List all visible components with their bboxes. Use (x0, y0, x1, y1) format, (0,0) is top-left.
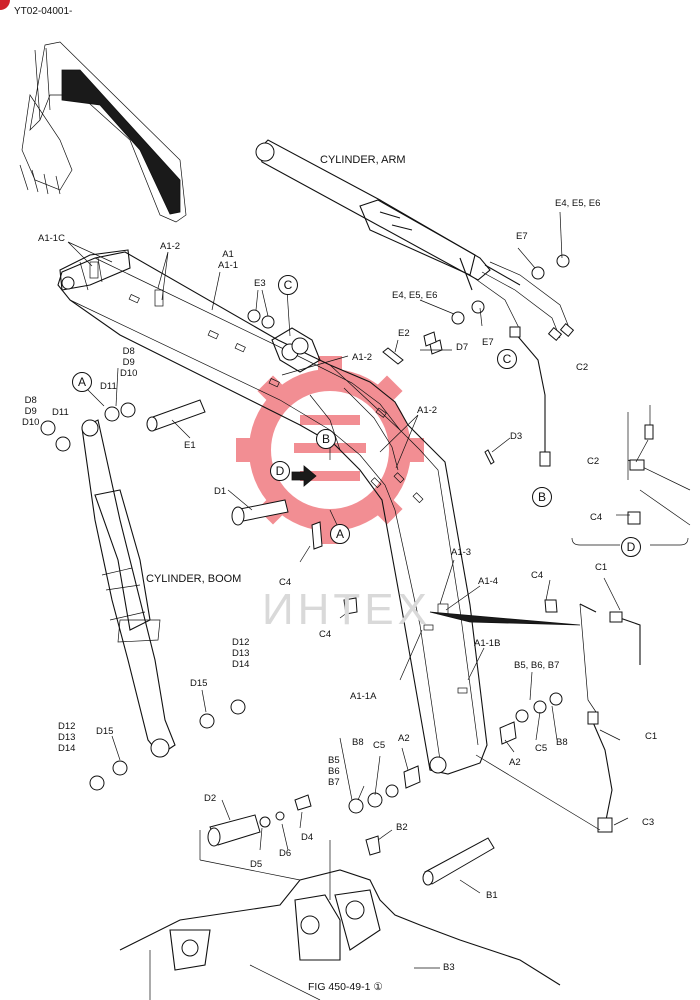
label-d15-left: D15 (96, 726, 114, 737)
label-d13: D13 (58, 732, 76, 743)
label-c1-low: C1 (645, 731, 658, 742)
label-d14: D14 (232, 659, 250, 670)
label-b5-b7-left: B5 B6 B7 (328, 755, 340, 788)
callout-d-detail: D (621, 537, 641, 557)
label-a2-mid: A2 (398, 733, 410, 744)
label-d12: D12 (58, 721, 76, 732)
label-b8-mid: B8 (352, 737, 364, 748)
label-d14: D14 (58, 743, 76, 754)
label-d13: D13 (232, 648, 250, 659)
label-d11-b: D11 (52, 407, 69, 418)
callout-c-hose: C (497, 349, 517, 369)
label-a1-2-top: A1-2 (160, 241, 181, 252)
label-a1-2-mid: A1-2 (352, 352, 373, 363)
label-e3: E3 (254, 278, 266, 289)
arm-cylinder (255, 139, 575, 341)
label-e7-top: E7 (516, 231, 528, 242)
view-d-arrow-icon (291, 465, 317, 487)
upper-frame (119, 830, 561, 1000)
label-b5: B5 (328, 755, 340, 766)
label-d10: D10 (22, 417, 40, 428)
boom-cylinder (81, 419, 176, 758)
callout-a-cylinder: A (72, 372, 92, 392)
label-d8: D8 (122, 346, 135, 357)
label-b8-right: B8 (556, 737, 568, 748)
label-c2-detail: C2 (587, 456, 600, 467)
label-d1: D1 (214, 486, 227, 497)
boom-cylinder-title: CYLINDER, BOOM (146, 573, 242, 585)
grease-hoses (509, 326, 641, 833)
page-marker-badge (0, 0, 10, 10)
arm-cylinder-title: CYLINDER, ARM (320, 154, 406, 166)
boom-structure (57, 249, 488, 775)
label-d8-d10-left: D8 D9 D10 (22, 395, 39, 428)
label-b2: B2 (396, 822, 408, 833)
label-b3: B3 (443, 962, 455, 973)
label-e4-e5-e6-top: E4, E5, E6 (555, 198, 601, 209)
label-c2-hose: C2 (576, 362, 589, 373)
wedge-arrow-icon (429, 611, 581, 626)
intex-watermark: ИНТЕХ (262, 585, 431, 634)
label-d11-a: D11 (100, 381, 117, 392)
label-c5-mid: C5 (373, 740, 386, 751)
label-a2-right: A2 (509, 757, 521, 768)
label-c4-mid: C4 (531, 570, 544, 581)
label-b6: B6 (328, 766, 340, 777)
label-c3: C3 (642, 817, 655, 828)
document-code: YT02-04001- (14, 6, 73, 17)
label-e7-mid: E7 (482, 337, 494, 348)
callout-c-boom: C (278, 275, 298, 295)
label-d3: D3 (510, 431, 523, 442)
callout-b-hose: B (532, 487, 552, 507)
callout-a-boom: A (330, 524, 350, 544)
label-a1-stack: A1 A1-1 (218, 249, 238, 271)
label-d2: D2 (204, 793, 217, 804)
label-a1-1b: A1-1B (474, 638, 501, 649)
label-d12-d14-right: D12 D13 D14 (232, 637, 249, 670)
label-a1-1c: A1-1C (38, 233, 65, 244)
label-c4-low: C4 (319, 629, 332, 640)
label-d7: D7 (456, 342, 469, 353)
label-d12: D12 (232, 637, 250, 648)
detail-d-view (571, 405, 691, 546)
label-c5-right: C5 (535, 743, 548, 754)
label-e4-e5-e6-mid: E4, E5, E6 (392, 290, 438, 301)
label-b5-b6-b7-right: B5, B6, B7 (514, 660, 560, 671)
label-a1-1: A1-1 (218, 260, 239, 271)
label-d8: D8 (24, 395, 37, 406)
label-d5: D5 (250, 859, 263, 870)
label-c4-pipe: C4 (279, 577, 292, 588)
label-b1: B1 (486, 890, 498, 901)
loose-parts (40, 254, 570, 886)
label-d8-d10-right: D8 D9 D10 (120, 346, 137, 379)
label-a1-1a: A1-1A (350, 691, 377, 702)
label-a1-3: A1-3 (451, 547, 472, 558)
label-b7: B7 (328, 777, 340, 788)
label-d9: D9 (24, 406, 37, 417)
label-d9: D9 (122, 357, 135, 368)
label-d6: D6 (279, 848, 292, 859)
callout-d-boom: D (270, 461, 290, 481)
excavator-thumbnail-icon (19, 41, 187, 223)
label-d10: D10 (120, 368, 138, 379)
label-c1-top: C1 (595, 562, 608, 573)
label-a1-4: A1-4 (478, 576, 499, 587)
label-d12-d14-left: D12 D13 D14 (58, 721, 75, 754)
label-e2: E2 (398, 328, 410, 339)
figure-caption: FIG 450-49-1 ① (308, 981, 383, 993)
label-d15-right: D15 (190, 678, 208, 689)
label-a1-2-right: A1-2 (417, 405, 438, 416)
label-c4-detail: C4 (590, 512, 603, 523)
callout-b-boom: B (316, 429, 336, 449)
label-a1: A1 (222, 249, 234, 260)
label-e1: E1 (184, 440, 196, 451)
label-d4: D4 (301, 832, 314, 843)
